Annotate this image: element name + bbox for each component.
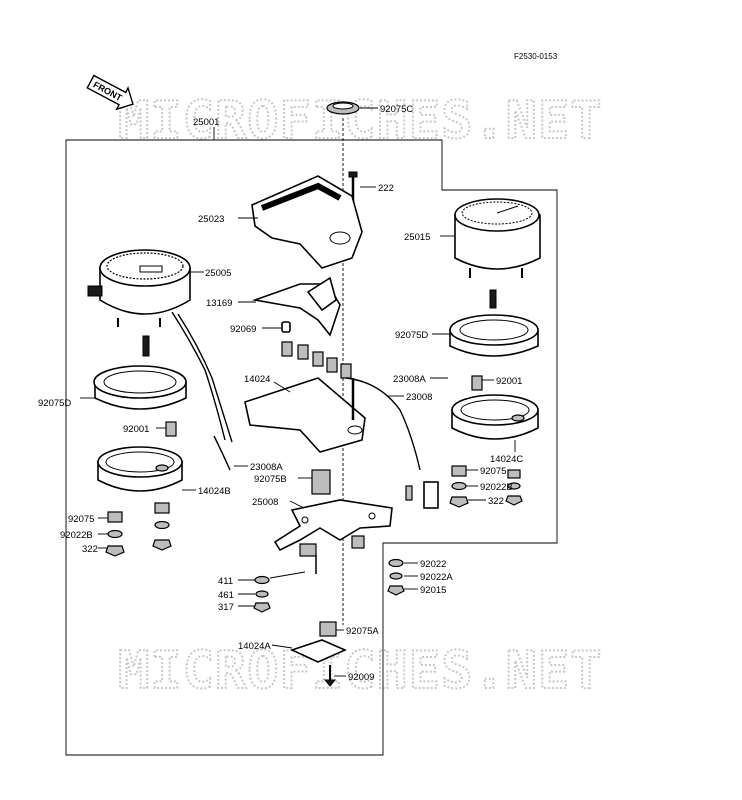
assembly-outline bbox=[65, 139, 558, 756]
label-25001: 25001 bbox=[193, 117, 219, 128]
grommet-92075b bbox=[311, 469, 331, 495]
label-92009: 92009 bbox=[348, 672, 374, 683]
label-92075a: 92075A bbox=[346, 626, 379, 637]
label-13169: 13169 bbox=[206, 298, 232, 309]
label-23008a-bottom: 23008A bbox=[250, 462, 283, 473]
hardware-left bbox=[105, 502, 172, 557]
bracket-13169 bbox=[251, 276, 341, 337]
bolt-92001-left bbox=[165, 421, 177, 437]
label-92022b-left: 92022B bbox=[60, 530, 93, 541]
label-25005: 25005 bbox=[205, 268, 231, 279]
label-25015: 25015 bbox=[404, 232, 430, 243]
label-92075c: 92075C bbox=[380, 104, 413, 115]
mount-ring-left-92075d bbox=[93, 335, 187, 410]
damper-right-14024c bbox=[451, 394, 539, 440]
mount-ring-right-92075d bbox=[449, 289, 539, 357]
label-92075-left: 92075 bbox=[68, 514, 94, 525]
label-92022a: 92022A bbox=[420, 572, 453, 583]
figure-code: F2530-0153 bbox=[514, 52, 558, 61]
label-92015: 92015 bbox=[420, 585, 446, 596]
damper-left-14024b bbox=[97, 446, 183, 492]
bolt-92001-right bbox=[471, 375, 483, 391]
base-bracket-25008 bbox=[273, 499, 393, 574]
label-92069: 92069 bbox=[230, 324, 256, 335]
bracket-14024 bbox=[244, 377, 366, 453]
hardware-bottom-right bbox=[387, 558, 405, 596]
grommet-92075c bbox=[326, 101, 360, 115]
label-92022: 92022 bbox=[420, 559, 446, 570]
label-92075b: 92075B bbox=[254, 474, 287, 485]
label-92075-right: 92075 bbox=[480, 466, 506, 477]
label-92075d-right: 92075D bbox=[395, 330, 428, 341]
grommet-92075a bbox=[319, 621, 337, 637]
watermark-bottom: MICROFICHES.NET bbox=[118, 641, 603, 701]
label-222: 222 bbox=[378, 183, 394, 194]
label-25008: 25008 bbox=[252, 497, 278, 508]
label-322-left: 322 bbox=[82, 544, 98, 555]
label-23008a-top: 23008A bbox=[393, 374, 426, 385]
screw-92009 bbox=[323, 665, 337, 687]
bulb-92069 bbox=[281, 321, 291, 333]
plate-14024a bbox=[289, 639, 347, 663]
label-23008: 23008 bbox=[406, 392, 432, 403]
label-92022b-right: 92022B bbox=[480, 482, 513, 493]
label-14024c: 14024C bbox=[490, 454, 523, 465]
tachometer-25015 bbox=[454, 198, 541, 278]
connector-right bbox=[405, 481, 439, 509]
label-92075d-left: 92075D bbox=[38, 398, 71, 409]
label-411: 411 bbox=[218, 576, 233, 587]
label-92001-left: 92001 bbox=[123, 424, 149, 435]
watermark-top: MICROFICHES.NET bbox=[118, 91, 603, 151]
label-14024a: 14024A bbox=[238, 641, 271, 652]
hardware-right bbox=[449, 465, 523, 508]
socket-row bbox=[281, 341, 352, 379]
label-25023: 25023 bbox=[198, 214, 224, 225]
label-461: 461 bbox=[218, 590, 234, 601]
speedometer-25005 bbox=[87, 249, 191, 327]
label-322-right: 322 bbox=[488, 496, 504, 507]
hardware-stack-411 bbox=[253, 575, 271, 613]
label-14024: 14024 bbox=[244, 374, 270, 385]
part-labels: 92075C 25001 222 25023 25015 25005 13169… bbox=[38, 104, 523, 683]
label-317: 317 bbox=[218, 602, 234, 613]
label-92001-right: 92001 bbox=[496, 376, 522, 387]
meter-cover-25023 bbox=[251, 175, 363, 269]
label-14024b: 14024B bbox=[198, 486, 231, 497]
